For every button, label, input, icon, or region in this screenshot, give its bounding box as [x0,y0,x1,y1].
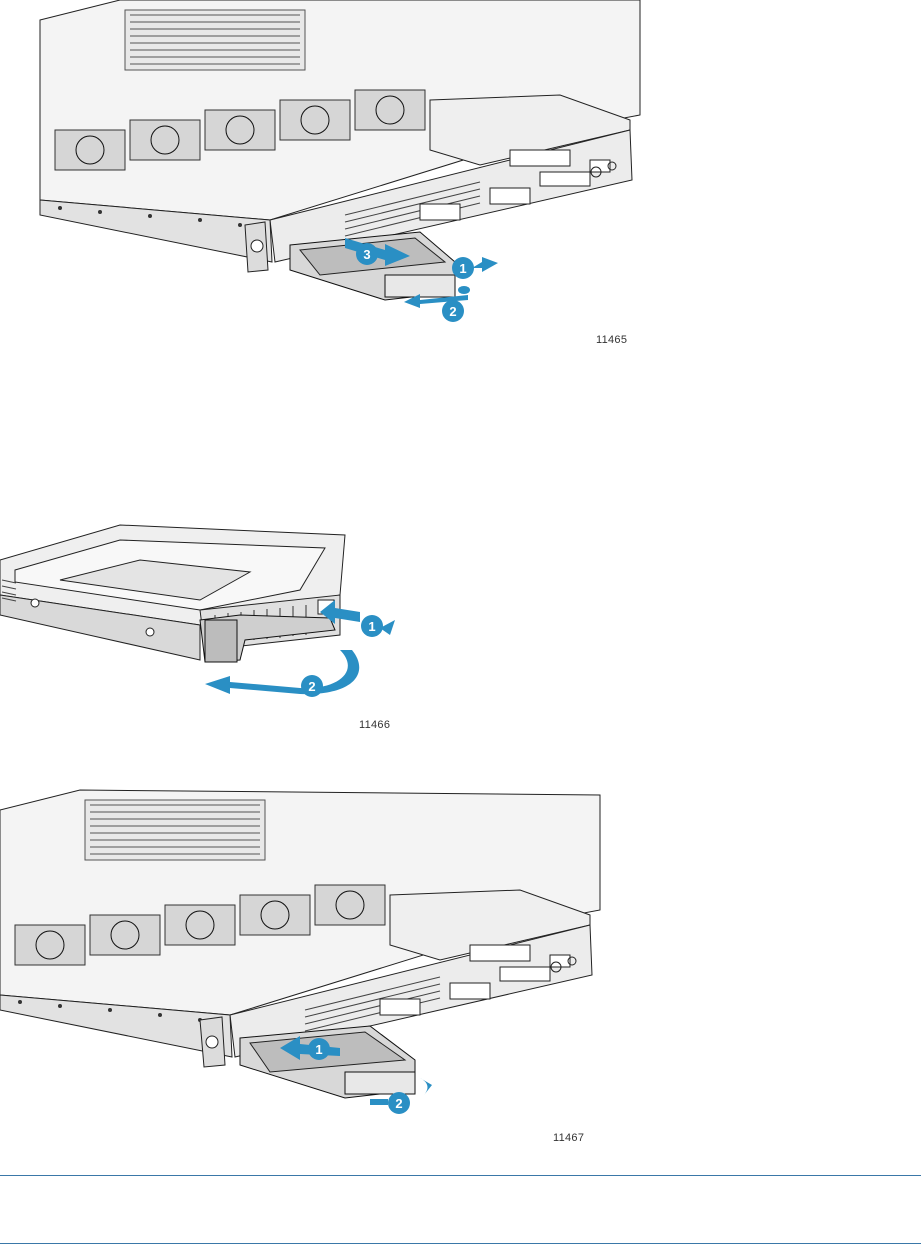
svg-text:2: 2 [395,1096,402,1111]
svg-text:2: 2 [449,304,456,319]
footer-divider-top [0,1175,921,1176]
figure-11465: 1 2 3 11465 [0,0,921,360]
callout-3: 3 [356,243,378,265]
figure-number: 11465 [596,334,627,346]
callout-2: 2 [301,675,323,697]
server-illustration-2: 1 2 [0,780,921,1150]
svg-text:1: 1 [368,619,375,634]
svg-text:2: 2 [308,679,315,694]
svg-text:1: 1 [459,261,466,276]
callout-2: 2 [388,1092,410,1114]
callout-1: 1 [452,257,474,279]
drive-carrier-illustration: 1 2 [0,500,921,740]
callout-1: 1 [308,1038,330,1060]
figure-number: 11467 [553,1132,584,1144]
figure-11467: 1 2 11467 [0,780,921,1150]
server-illustration-1: 1 2 3 [0,0,921,360]
footer-divider-bottom [0,1243,921,1244]
callout-2: 2 [442,300,464,322]
svg-text:3: 3 [363,247,370,262]
figure-number: 11466 [359,719,390,731]
callout-1: 1 [361,615,383,637]
figure-11466: 1 2 11466 [0,500,921,740]
svg-text:1: 1 [315,1042,322,1057]
